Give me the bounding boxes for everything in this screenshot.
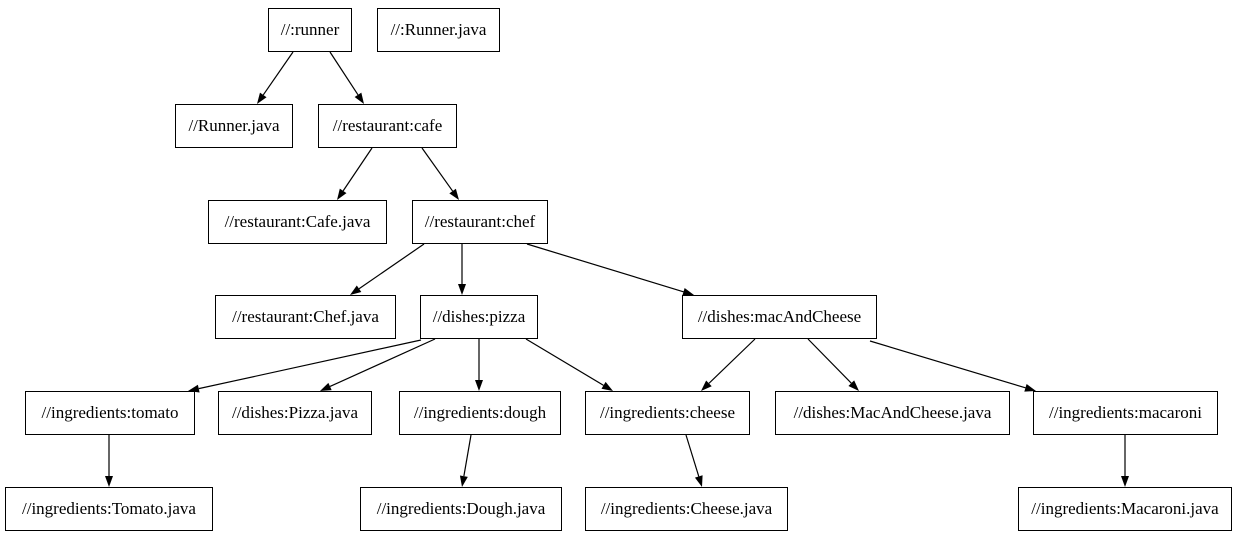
graph-node-label: //restaurant:Chef.java xyxy=(232,307,379,326)
graph-node-dough: //ingredients:dough xyxy=(399,391,561,435)
graph-edge-chef-to-pizza xyxy=(458,244,466,295)
graph-node-label: //:runner xyxy=(280,20,340,39)
graph-edge-cafe-to-chef xyxy=(421,147,459,200)
graph-node-label: //ingredients:cheese xyxy=(599,403,735,422)
graph-node-chef-java: //restaurant:Chef.java xyxy=(215,295,396,339)
graph-node-label: //restaurant:chef xyxy=(424,212,536,231)
graph-edge-pizza-to-tomato xyxy=(188,339,422,393)
graph-edge-runner-to-cafe xyxy=(329,51,364,104)
graph-edge-chef-to-mac-and-cheese xyxy=(526,243,694,296)
graph-node-pizza-java: //dishes:Pizza.java xyxy=(218,391,372,435)
graph-node-cheese: //ingredients:cheese xyxy=(585,391,750,435)
graph-node-macaroni: //ingredients:macaroni xyxy=(1033,391,1218,435)
graph-node-label: //dishes:macAndCheese xyxy=(697,307,862,326)
graph-node-label: //dishes:Pizza.java xyxy=(231,403,359,422)
graph-node-chef: //restaurant:chef xyxy=(412,200,548,244)
graph-node-dough-java: //ingredients:Dough.java xyxy=(360,487,562,531)
graph-node-label: //restaurant:Cafe.java xyxy=(224,212,371,231)
graph-node-cafe-java: //restaurant:Cafe.java xyxy=(208,200,387,244)
graph-node-pizza: //dishes:pizza xyxy=(420,295,538,339)
graph-edge-mac-and-cheese-to-mac-and-cheese-java xyxy=(807,338,859,391)
graph-edge-pizza-to-cheese xyxy=(525,338,613,391)
graph-node-label: //:Runner.java xyxy=(390,20,487,39)
graph-node-cheese-java: //ingredients:Cheese.java xyxy=(585,487,788,531)
graph-node-label: //ingredients:Macaroni.java xyxy=(1031,499,1219,518)
graph-node-label: //dishes:MacAndCheese.java xyxy=(793,403,992,422)
graph-node-mac-and-cheese-java: //dishes:MacAndCheese.java xyxy=(775,391,1010,435)
graph-edge-pizza-to-dough xyxy=(475,339,483,391)
graph-node-label: //restaurant:cafe xyxy=(332,116,443,135)
graph-node-macaroni-java: //ingredients:Macaroni.java xyxy=(1018,487,1232,531)
graph-node-label: //ingredients:Cheese.java xyxy=(600,499,773,518)
graph-edge-cheese-to-cheese-java xyxy=(685,434,703,487)
graph-node-runner-java: //Runner.java xyxy=(175,104,293,148)
graph-edge-tomato-to-tomato-java xyxy=(105,435,113,487)
graph-node-tomato: //ingredients:tomato xyxy=(25,391,195,435)
graph-node-runner: //:runner xyxy=(268,8,352,52)
graph-node-label: //ingredients:Tomato.java xyxy=(22,499,196,518)
graph-edge-dough-to-dough-java xyxy=(459,434,472,487)
graph-node-label: //ingredients:macaroni xyxy=(1049,403,1202,422)
graph-node-cafe: //restaurant:cafe xyxy=(318,104,457,148)
graph-node-runner-java-root: //:Runner.java xyxy=(377,8,500,52)
graph-node-label: //ingredients:dough xyxy=(413,403,547,422)
graph-node-label: //ingredients:Dough.java xyxy=(376,499,546,518)
graph-edge-chef-to-chef-java xyxy=(350,243,425,295)
graph-edge-runner-to-runner-java xyxy=(257,51,294,104)
graph-node-label: //dishes:pizza xyxy=(432,307,526,326)
graph-edge-cafe-to-cafe-java xyxy=(337,147,373,200)
graph-edge-mac-and-cheese-to-cheese xyxy=(701,338,756,391)
graph-node-label: //Runner.java xyxy=(188,116,280,135)
graph-node-mac-and-cheese: //dishes:macAndCheese xyxy=(682,295,877,339)
graph-node-label: //ingredients:tomato xyxy=(41,403,179,422)
graph-edge-pizza-to-pizza-java xyxy=(320,338,436,391)
graph-edge-mac-and-cheese-to-macaroni xyxy=(869,340,1036,392)
graph-node-tomato-java: //ingredients:Tomato.java xyxy=(5,487,213,531)
graph-edge-macaroni-to-macaroni-java xyxy=(1121,435,1129,487)
